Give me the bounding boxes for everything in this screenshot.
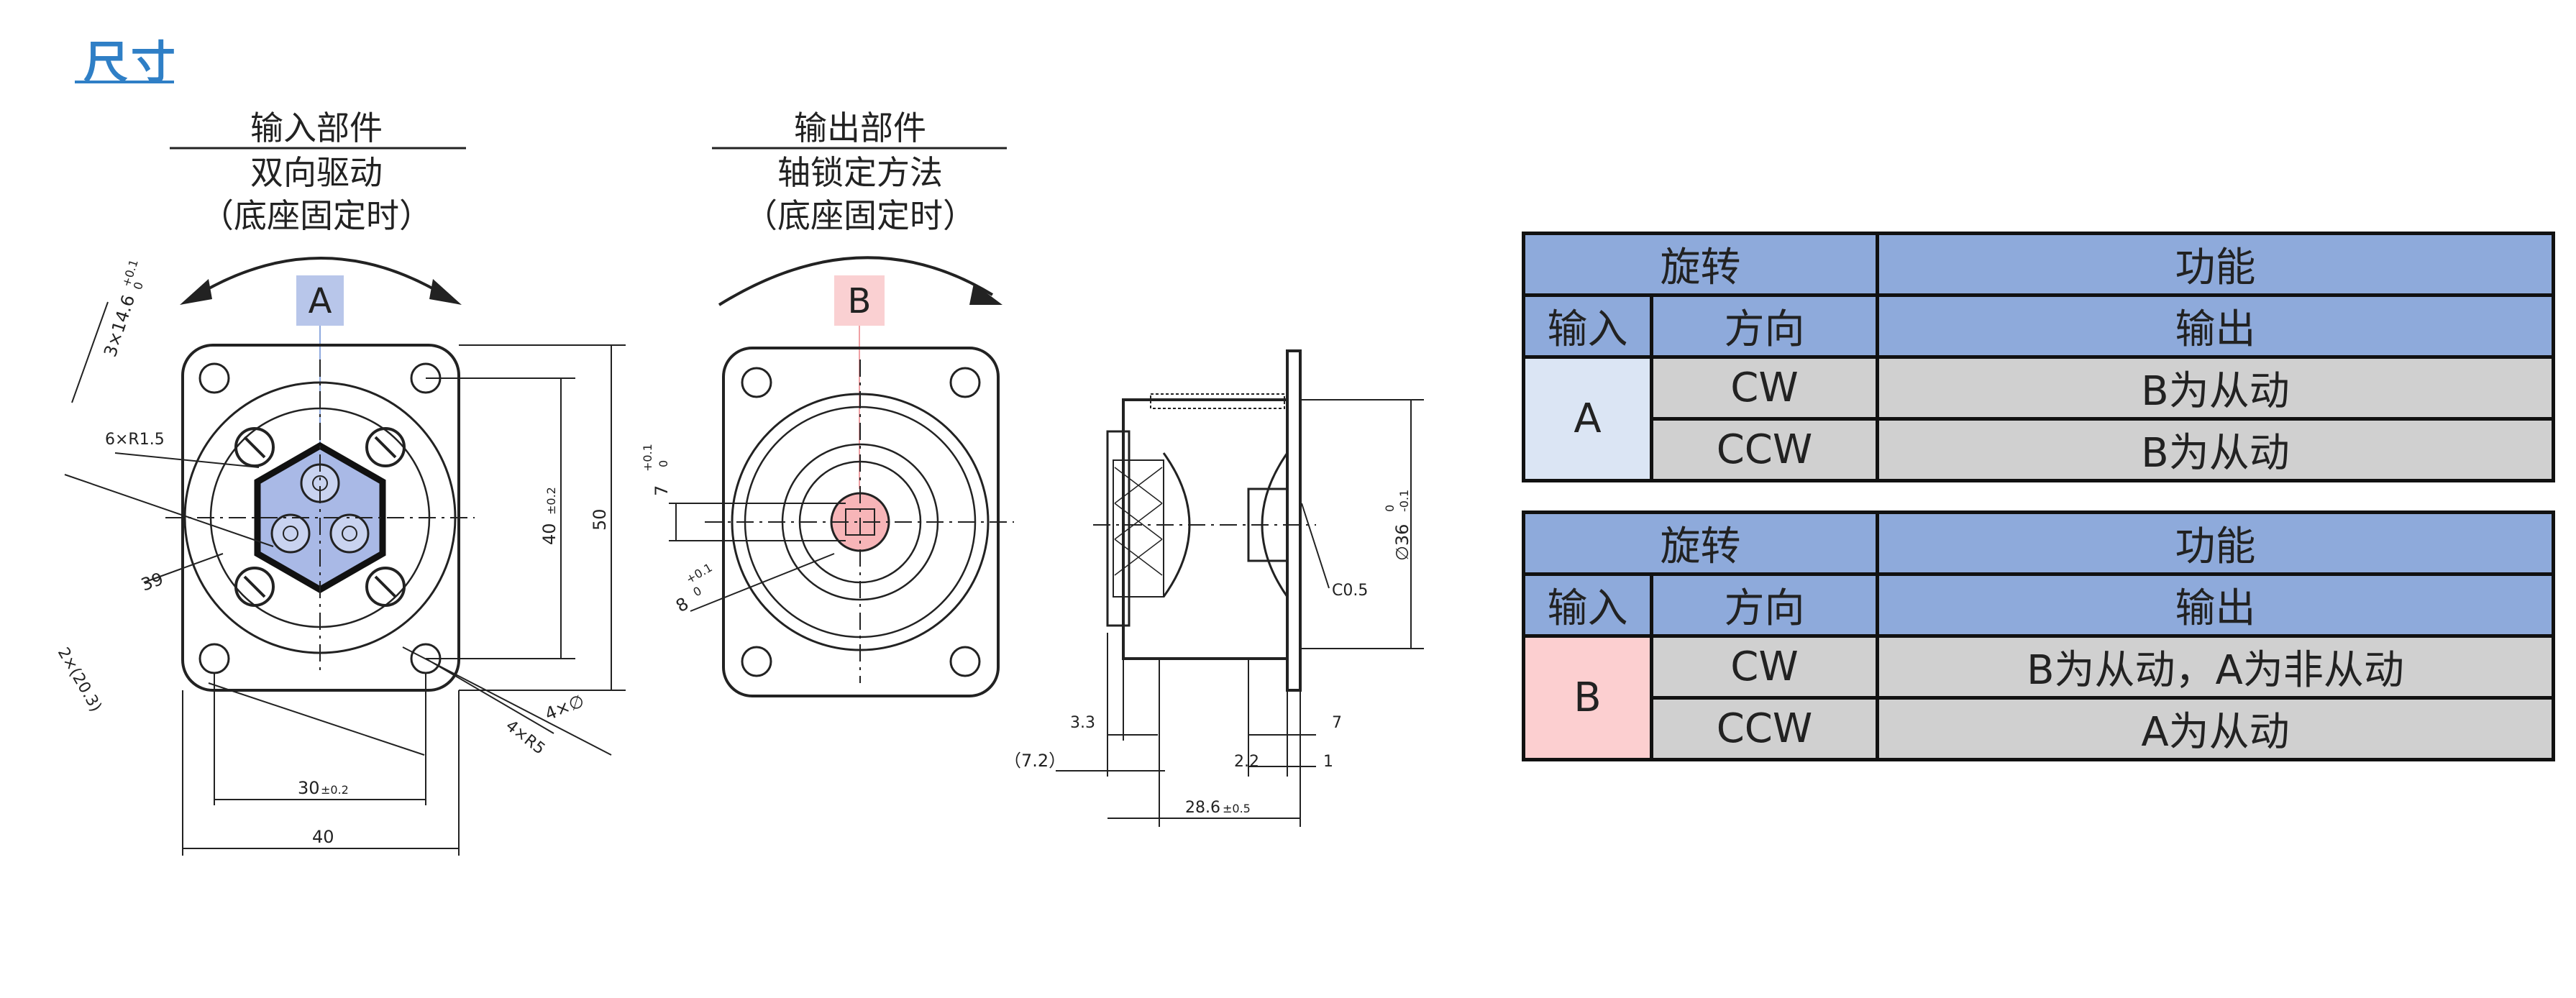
arrowhead-right [429,279,462,305]
input-heading: 输入部件 [250,109,383,147]
dim-50: 50 [590,508,610,531]
side-dim-286-tol: ±0.5 [1223,802,1251,815]
side-dim-dia36-tol-upper: 0 [1383,505,1397,512]
table-b: 旋转 功能 输入 方向 输出 B CW B为从动，A为非从动 CCW A为从动 [1522,511,2555,761]
table-b-row2-direction: CCW [1650,696,1879,761]
side-hatch-pattern [1114,467,1163,576]
side-hatch-left [1113,459,1164,598]
output-heading: 输出部件 [794,109,926,147]
marker-b-box [834,275,885,326]
side-gear-band [1150,393,1285,409]
section-title: 尺寸 [83,36,179,88]
marker-a-box [296,275,344,326]
table-b-row1-output: B为从动，A为非从动 [1876,634,2555,700]
marker-a-label: A [309,281,332,321]
dim-slot-tol-lower: 0 [131,280,146,292]
dim-40h: 40 [312,827,334,847]
side-dim-dia36: ∅36 [1392,524,1412,561]
table-b-header-function: 功能 [1876,511,2555,576]
dim-r5: 4×R5 [502,717,548,759]
side-dim-lines [1056,399,1424,827]
output-dim-lines [669,503,846,612]
out-hole-tr [949,367,981,398]
drive-pin-3-core [342,526,357,541]
dim-203: 2×(20.3) [54,645,105,715]
section-title-underline [75,81,174,83]
out-hole-tl [741,367,772,398]
dim-30: 30 [298,778,320,798]
output-mode: 轴锁定方法 [777,153,943,192]
table-a-header-function: 功能 [1876,232,2555,297]
output-centerlines [705,360,1014,683]
out-hole-br [949,646,981,677]
out-dim-8-tol-upper: +0.1 [684,561,715,587]
table-b-key: B [1522,634,1653,761]
screw-tl [234,427,275,467]
mount-hole-bl [198,643,230,674]
output-condition: （底座固定时） [744,196,976,235]
out-dim-8-tol-lower: 0 [691,584,704,600]
side-dim-7: 7 [1332,714,1342,732]
table-a-header-input: 输入 [1522,293,1653,359]
bidirectional-arrow [187,257,455,302]
table-a-row2-direction: CCW [1650,417,1879,482]
drive-pin-2-core [283,526,298,541]
side-view: C0.5 ∅36 0 -0.1 3.3 （7.2） 2.2 1 7 28.6 ±… [1004,349,1424,827]
table-a-row1-direction: CW [1650,355,1879,421]
table-a-row2-output: B为从动 [1876,417,2555,482]
table-a-row1-output: B为从动 [1876,355,2555,421]
out-hole-bl [741,646,772,677]
out-dim-7-tol-lower: 0 [657,460,670,467]
screw-bl [234,567,275,607]
table-a-key: A [1522,355,1653,482]
screw-br [365,567,406,607]
table-b-header-input: 输入 [1522,572,1653,638]
arrowhead-left [180,279,212,305]
table-a-header-direction: 方向 [1650,293,1879,359]
dim-radius6: 6×R1.5 [105,431,165,449]
screw-tr [365,427,406,467]
input-dim-lines [64,301,626,856]
side-flange-plate [1286,349,1302,692]
table-a-header-rotation: 旋转 [1522,232,1879,297]
table-b-row2-output: A为从动 [1876,696,2555,761]
out-dim-7-tol-upper: +0.1 [641,444,654,472]
side-dim-33: 3.3 [1070,714,1095,732]
cw-arrow [718,256,994,306]
screw-slots [243,436,397,598]
out-dim-7: 7 [652,485,672,496]
dim-slot: 3×14.6 [100,293,139,360]
side-dim-dia36-tol-lower: -0.1 [1397,490,1411,512]
dim-30-tol: ±0.2 [321,783,349,797]
input-panel: 输入部件 双向驱动 （底座固定时） A [54,109,626,856]
marker-b-label: B [848,281,872,321]
side-dim-1: 1 [1323,753,1333,771]
table-b-header-rotation: 旋转 [1522,511,1879,576]
table-b-header-output: 输出 [1876,572,2555,638]
input-mode: 双向驱动 [250,153,383,192]
input-condition: （底座固定时） [201,196,432,235]
out-dim-8: 8 [672,593,692,616]
dim-40v-tol: ±0.2 [544,487,558,515]
dim-40v: 40 [539,523,559,545]
side-dim-72: （7.2） [1004,751,1066,771]
side-dim-286: 28.6 [1185,799,1220,817]
input-centerlines [165,360,475,676]
cw-arrowhead [969,283,1002,305]
table-a: 旋转 功能 输入 方向 输出 A CW B为从动 CCW B为从动 [1522,232,2555,482]
mount-hole-tl [198,362,230,394]
table-b-header-direction: 方向 [1650,572,1879,638]
table-a-header-output: 输出 [1876,293,2555,359]
output-panel: 输出部件 轴锁定方法 （底座固定时） B 7 +0.1 0 8 +0.1 0 [641,109,1014,697]
dim-holes: 4×∅ [542,691,588,725]
drive-pin-3 [329,513,370,554]
side-dim-c05: C0.5 [1332,582,1368,600]
table-b-row1-direction: CW [1650,634,1879,700]
drive-pin-2 [270,513,311,554]
side-dim-22: 2.2 [1234,753,1259,771]
dim-39: 39 [138,569,165,595]
